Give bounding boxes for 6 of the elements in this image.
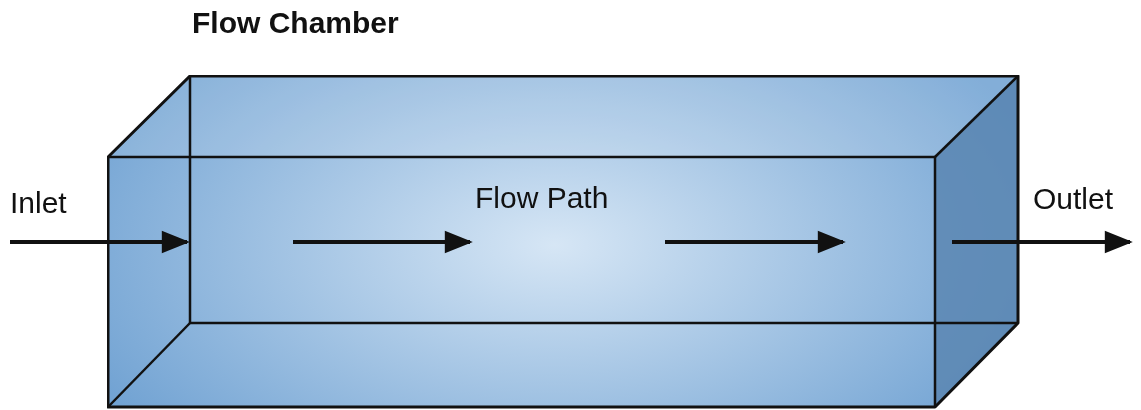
chamber-label: Flow Path (475, 181, 609, 215)
port-label: Inlet (10, 186, 67, 220)
diagram-title: Flow Chamber (192, 6, 399, 40)
arrow (10, 230, 190, 254)
port-label: Outlet (1033, 182, 1114, 216)
arrow (952, 230, 1133, 254)
